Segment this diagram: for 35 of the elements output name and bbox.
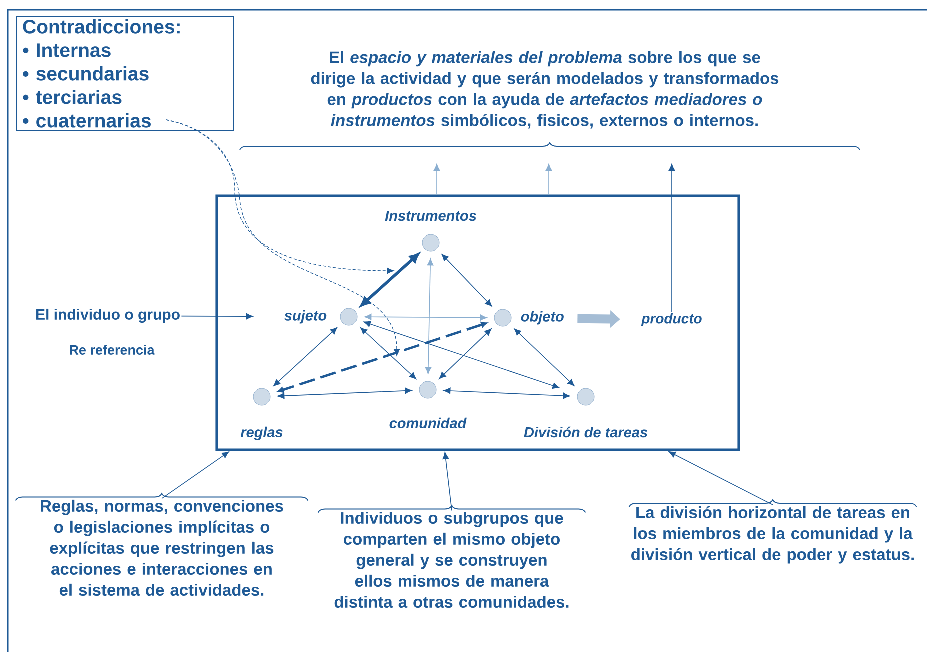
arrow — [364, 321, 560, 390]
arrow — [444, 388, 570, 400]
arrow — [360, 253, 420, 307]
node-label: reglas — [240, 426, 283, 440]
arrow — [425, 258, 434, 374]
arrow — [162, 452, 230, 500]
activity-frame — [216, 194, 740, 452]
text-label: producto — [641, 313, 702, 327]
arrow — [278, 322, 488, 393]
node-label: objeto — [521, 311, 564, 325]
description-text: Individuos o subgrupos que comparten el mismo objeto general y se construyen ellos mismos de manera distinta a otras comunidades. — [334, 512, 569, 608]
arrow — [442, 254, 492, 307]
node-label: Instrumentos — [385, 210, 476, 222]
arrow — [181, 313, 254, 320]
arrow — [439, 328, 492, 380]
arrow — [546, 164, 552, 196]
arrow — [668, 164, 676, 313]
arrow — [434, 164, 440, 196]
arrow — [364, 314, 488, 321]
arrow — [360, 328, 417, 380]
node-label: División de tareas — [524, 426, 648, 438]
description-text: El espacio y materiales del problema sobre los que se dirige la actividad y que serán modelados y transformados en productos con la ayuda de artefactos mediadores o instrumentos simbólicos, fisicos, externos o internos. — [311, 51, 779, 129]
node-label: comunidad — [390, 418, 467, 429]
label: Re referencia — [70, 345, 155, 355]
arrow — [668, 452, 774, 506]
arrow — [273, 328, 338, 386]
description-text: La división horizontal de tareas en los miembros de la comunidad y la división vertical de poder y estatus. — [632, 506, 914, 564]
arrow — [278, 388, 412, 400]
text-label: El individuo o grupo — [36, 308, 180, 324]
node-label: sujeto — [284, 310, 327, 324]
arrow — [514, 328, 575, 386]
description-text: Reglas, normas, convenciones o legislaciones implícitas o explícitas que restringen las acciones e interacciones en el sistema de actividades. — [41, 500, 284, 596]
dashed-arrow — [166, 120, 400, 356]
contradictions-box: Contradicciones: • Internas • secundarias • terciarias • cuaternarias — [16, 16, 234, 132]
arrow — [442, 452, 452, 512]
